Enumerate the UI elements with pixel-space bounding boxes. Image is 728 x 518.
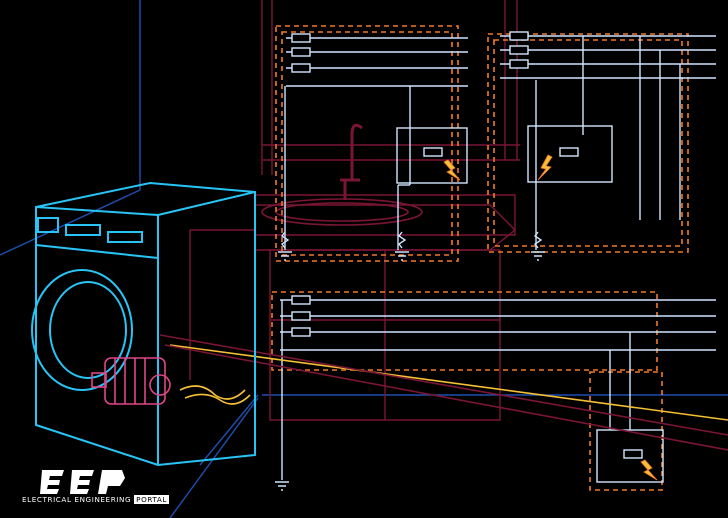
fault-current-paths xyxy=(169,344,728,421)
logo-mark xyxy=(40,470,125,494)
resistor-icon xyxy=(291,31,643,459)
load-boxes xyxy=(396,125,664,483)
motor-icon xyxy=(91,357,171,405)
lightning-icon xyxy=(443,154,658,481)
ground-icon xyxy=(275,231,545,491)
protective-zones xyxy=(271,25,689,491)
logo-caption-tag: PORTAL xyxy=(134,495,169,504)
bus-wires xyxy=(280,35,716,480)
faucet-icon xyxy=(340,123,363,200)
logo-caption-main: ELECTRICAL ENGINEERING xyxy=(22,495,132,504)
washing-machine xyxy=(31,181,256,467)
